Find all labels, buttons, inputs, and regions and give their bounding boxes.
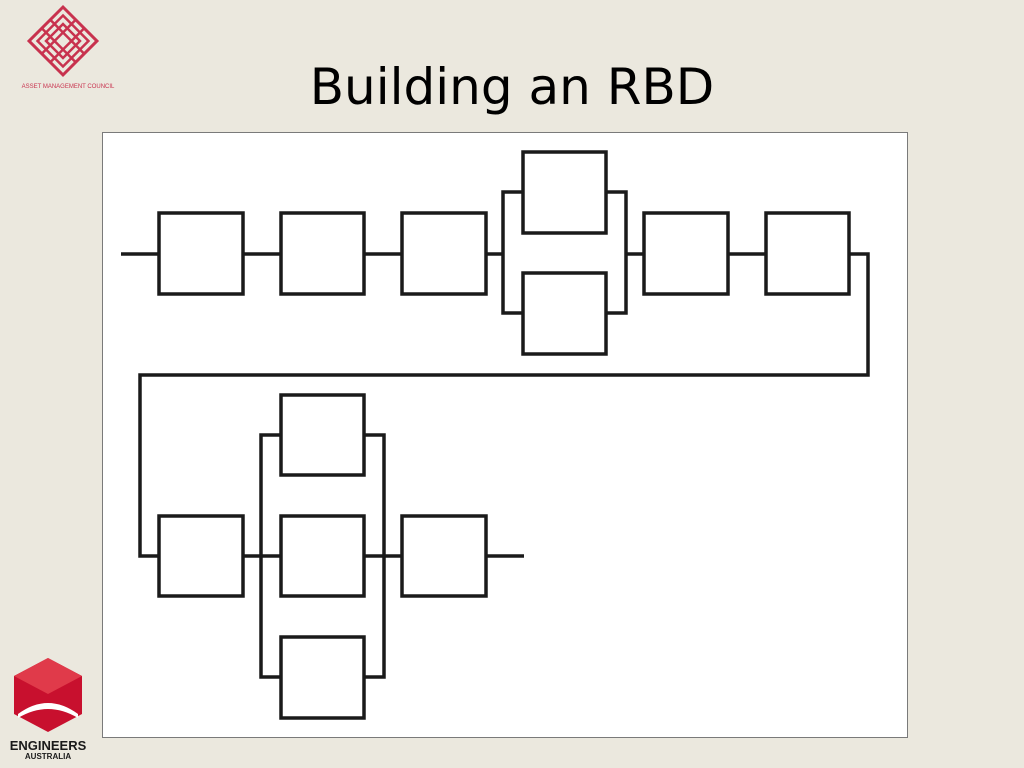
connector: [501, 190, 523, 315]
ea-name-line2: AUSTRALIA: [24, 752, 72, 761]
ea-name-line1: ENGINEERS: [9, 738, 87, 753]
rbd-block: [279, 514, 366, 598]
amc-emblem-icon: [26, 4, 100, 78]
rbd-block: [157, 211, 245, 296]
amc-caption: ASSET MANAGEMENT COUNCIL: [21, 84, 115, 90]
page-title: Building an RBD: [309, 58, 715, 116]
rbd-block: [764, 211, 851, 296]
rbd-diagram-panel: [102, 132, 908, 738]
ea-hexagon-icon: [14, 658, 82, 732]
rbd-block: [279, 393, 366, 477]
rbd-block: [521, 150, 608, 235]
rbd-block: [642, 211, 730, 296]
rbd-block: [157, 514, 245, 598]
connector: [606, 190, 628, 315]
connector: [138, 252, 870, 558]
asset-management-council-logo: ASSET MANAGEMENT COUNCIL: [6, 4, 126, 96]
rbd-block: [400, 211, 488, 296]
rbd-block: [400, 514, 488, 598]
rbd-block: [279, 635, 366, 720]
rbd-diagram: [121, 150, 870, 720]
rbd-block: [279, 211, 366, 296]
engineers-australia-logo: ENGINEERS AUSTRALIA: [2, 652, 94, 764]
rbd-block: [521, 271, 608, 356]
